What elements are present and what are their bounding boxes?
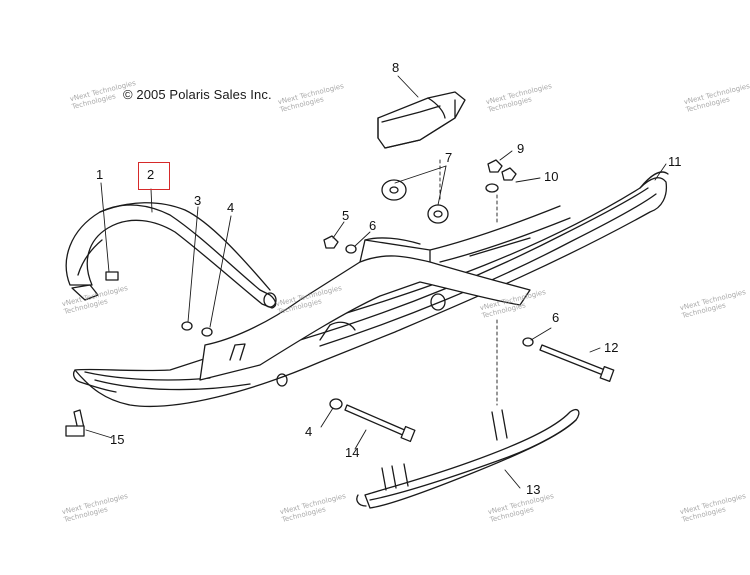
- bushing-7: [427, 204, 449, 224]
- washer-6b: [522, 337, 534, 347]
- ski-body: [74, 177, 668, 408]
- washer-6: [345, 244, 357, 254]
- nut-10: [501, 167, 517, 181]
- ski-saddle: [199, 255, 531, 381]
- washer-4b: [329, 398, 343, 410]
- callout-4[interactable]: 4: [227, 200, 235, 215]
- washer-4: [201, 327, 213, 337]
- nut-5: [323, 235, 339, 249]
- callout-14[interactable]: 14: [345, 445, 360, 460]
- callout-9[interactable]: 9: [517, 141, 525, 156]
- callout-8[interactable]: 8: [392, 60, 400, 75]
- callout-6-right[interactable]: 6: [552, 310, 560, 325]
- washer-10: [485, 183, 499, 193]
- callout-6[interactable]: 6: [369, 218, 377, 233]
- callout-11[interactable]: 11: [668, 154, 682, 169]
- callout-2[interactable]: 2: [147, 167, 155, 182]
- callout-10[interactable]: 10: [544, 169, 559, 184]
- washer-3: [181, 321, 193, 331]
- nut-9: [487, 159, 503, 173]
- copyright-text: © 2005 Polaris Sales Inc.: [123, 87, 272, 102]
- washer-7: [381, 179, 407, 201]
- callout-7[interactable]: 7: [445, 150, 453, 165]
- wear-bar: [364, 408, 580, 509]
- highlight-box: [138, 162, 170, 190]
- callout-3[interactable]: 3: [194, 193, 202, 208]
- callout-13[interactable]: 13: [526, 482, 541, 497]
- bolt-14: [344, 404, 408, 437]
- callout-4-lower[interactable]: 4: [305, 424, 313, 439]
- callout-5[interactable]: 5: [342, 208, 350, 223]
- callout-12[interactable]: 12: [604, 340, 619, 355]
- callout-15[interactable]: 15: [110, 432, 125, 447]
- callout-1[interactable]: 1: [96, 167, 104, 182]
